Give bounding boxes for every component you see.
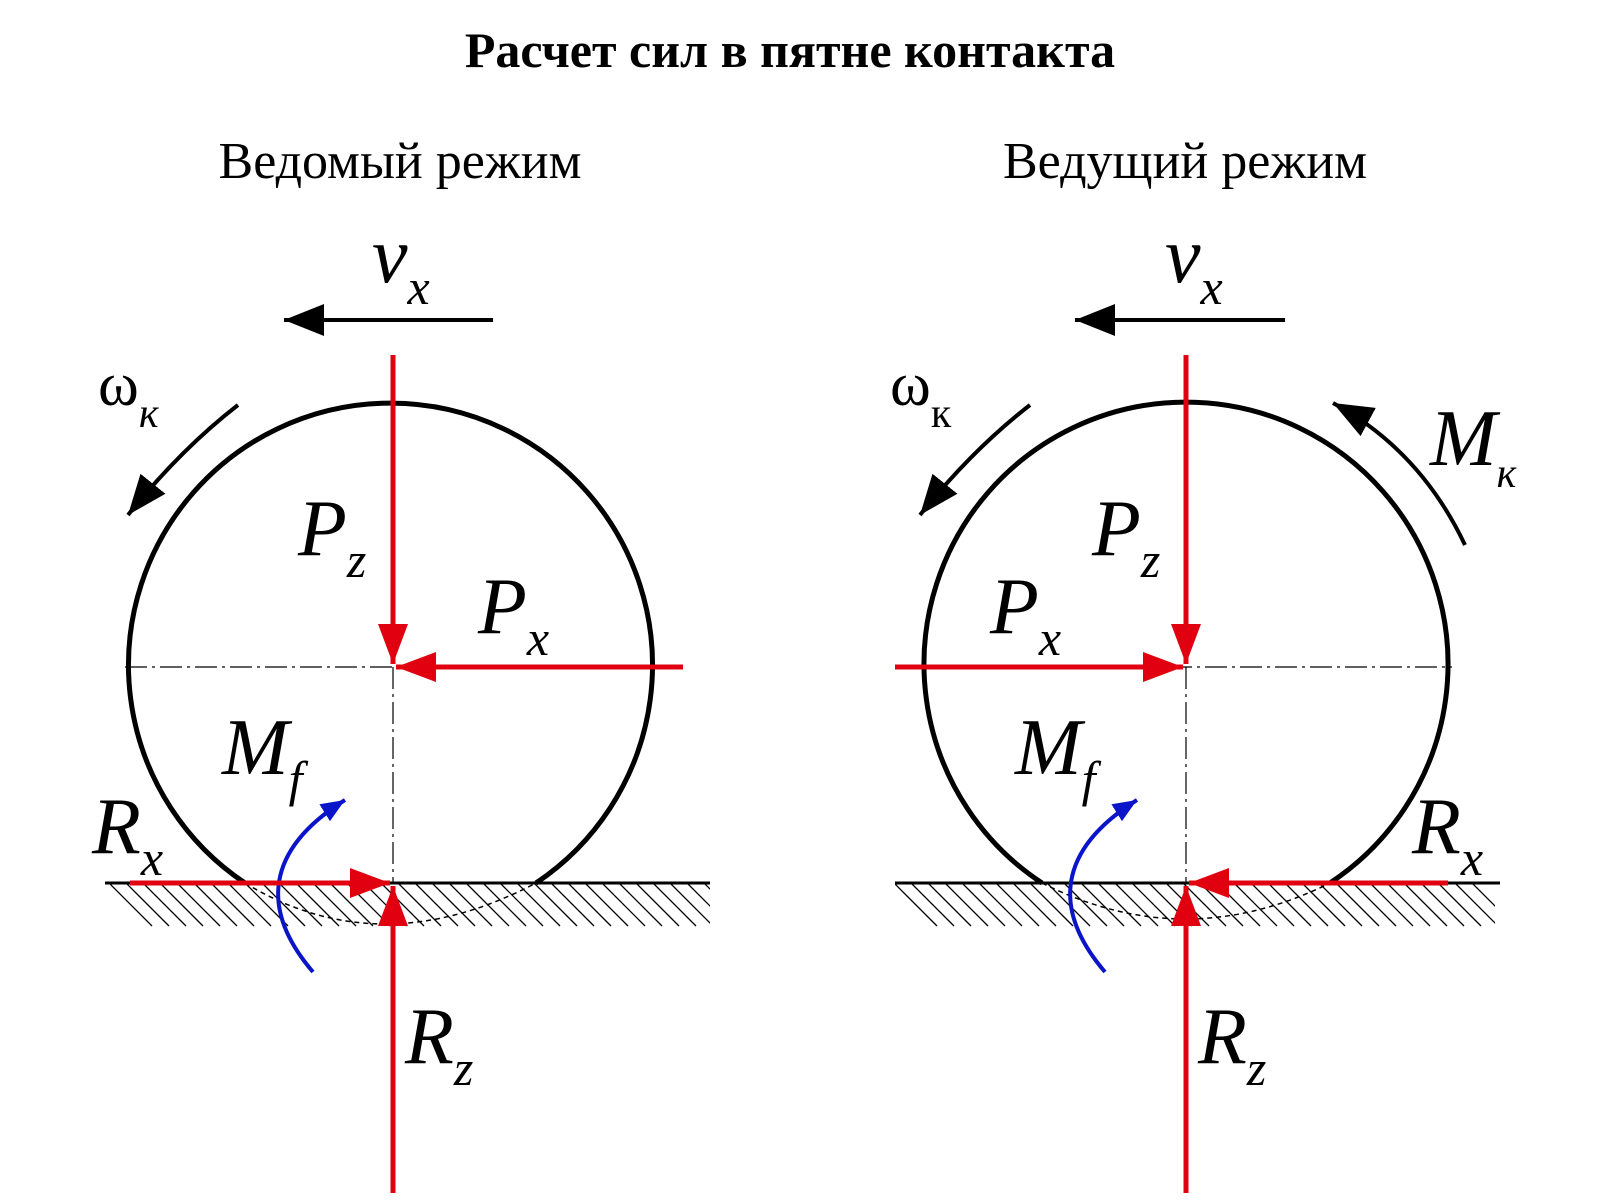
hatch-line	[704, 883, 710, 890]
hatch-line	[126, 883, 170, 927]
hatch-line	[1030, 883, 1074, 927]
panel-driven: Ведомый режим vx ωк Pz Px Mf Rx Rz	[91, 133, 710, 1193]
panel-subtitle: Ведущий режим	[1003, 133, 1367, 190]
hatch-line	[1421, 883, 1465, 927]
hatch-line	[687, 883, 710, 907]
hatch-line	[517, 883, 561, 927]
hatch-line	[1455, 883, 1495, 924]
hatch-line	[1336, 883, 1380, 927]
rotation-arrow	[918, 403, 1032, 517]
hatch-line	[1472, 883, 1495, 907]
hatch-line	[1200, 883, 1244, 927]
hatch-line	[979, 883, 1023, 927]
rz-label: Rz	[404, 993, 473, 1096]
hatch-line	[279, 883, 323, 927]
hatch-line	[962, 883, 1006, 927]
hatch-line	[1387, 883, 1431, 927]
hatch-line	[432, 883, 476, 927]
hatch-line	[1115, 883, 1159, 927]
hatch-line	[568, 883, 612, 927]
hatch-line	[1217, 883, 1261, 927]
hatch-line	[449, 883, 493, 927]
px-label: Px	[989, 563, 1061, 666]
hatch-line	[1404, 883, 1448, 927]
hatch-line	[1234, 883, 1278, 927]
hatch-line	[1353, 883, 1397, 927]
tire-deformation-outline	[1041, 882, 1331, 920]
hatch-line	[313, 883, 357, 927]
hatch-line	[1081, 883, 1125, 927]
rx-label: Rx	[1411, 783, 1483, 886]
hatch-line	[551, 883, 595, 927]
mf-label: Mf	[221, 704, 309, 807]
hatch-line	[945, 883, 989, 927]
panel-driving: Ведущий режим vx ωк Mк Pz Px Mf Rx	[890, 133, 1517, 1193]
hatch-line	[347, 883, 391, 927]
hatch-line	[996, 883, 1040, 927]
rz-label: Rz	[1197, 993, 1266, 1096]
omega-label: ωк	[98, 351, 159, 437]
ground-hatch	[895, 883, 1495, 927]
hatch-line	[653, 883, 697, 927]
hatch-line	[670, 883, 710, 924]
pz-label: Pz	[297, 485, 366, 588]
hatch-line	[330, 883, 374, 927]
hatch-line	[1285, 883, 1329, 927]
hatch-line	[398, 883, 442, 927]
hatch-line	[228, 883, 272, 927]
hatch-line	[928, 883, 972, 927]
hatch-line	[500, 883, 544, 927]
hatch-line	[483, 883, 527, 927]
panel-subtitle: Ведомый режим	[219, 133, 582, 190]
hatch-line	[160, 883, 204, 927]
hatch-line	[1013, 883, 1057, 927]
pz-label: Pz	[1091, 485, 1160, 588]
hatch-line	[143, 883, 187, 927]
mf-label: Mf	[1014, 704, 1102, 807]
hatch-line	[619, 883, 663, 927]
hatch-line	[177, 883, 221, 927]
hatch-line	[296, 883, 340, 927]
rotation-arrow	[126, 403, 240, 517]
hatch-line	[1370, 883, 1414, 927]
hatch-line	[534, 883, 578, 927]
mk-label: Mк	[1429, 395, 1517, 497]
hatch-line	[110, 883, 153, 927]
hatch-line	[194, 883, 238, 927]
rolling-resistance-moment-arrow	[1068, 798, 1139, 974]
hatch-line	[602, 883, 646, 927]
hatch-line	[1319, 883, 1363, 927]
hatch-line	[1098, 883, 1142, 927]
hatch-line	[211, 883, 255, 927]
hatch-line	[1438, 883, 1482, 927]
hatch-line	[585, 883, 629, 927]
hatch-line	[1268, 883, 1312, 927]
hatch-line	[1302, 883, 1346, 927]
diagram-title: Расчет сил в пятне контакта	[465, 22, 1115, 78]
omega-label: ωк	[890, 351, 952, 437]
hatch-line	[415, 883, 459, 927]
hatch-line	[381, 883, 425, 927]
px-label: Px	[477, 563, 549, 666]
velocity-label: vx	[1165, 212, 1223, 315]
velocity-label: vx	[372, 212, 430, 315]
rx-label: Rx	[91, 783, 163, 886]
hatch-line	[895, 883, 938, 927]
hatch-line	[364, 883, 408, 927]
hatch-line	[911, 883, 955, 927]
hatch-line	[262, 883, 306, 927]
driving-torque-arrow	[1332, 401, 1467, 546]
hatch-line	[1132, 883, 1176, 927]
hatch-line	[636, 883, 680, 927]
rolling-resistance-moment-arrow	[276, 798, 347, 974]
